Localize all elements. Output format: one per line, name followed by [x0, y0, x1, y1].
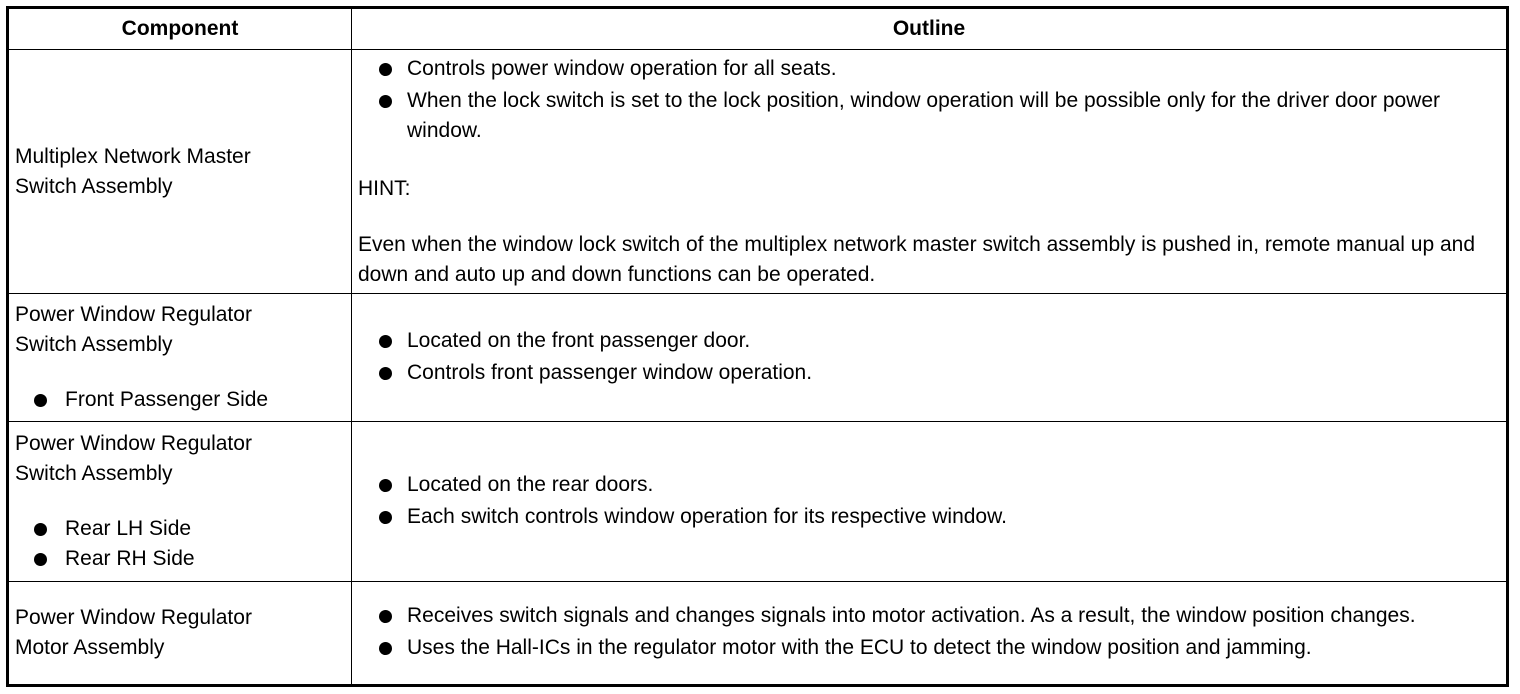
- table-header-row: Component Outline: [7, 7, 1508, 50]
- outline-bullet-list: Located on the front passenger door. Con…: [358, 326, 1498, 388]
- hint-text: Even when the window lock switch of the …: [358, 232, 1476, 286]
- bullet-icon: [379, 62, 392, 76]
- outline-bullet-list: Controls power window operation for all …: [358, 54, 1498, 146]
- bullet-icon: [379, 478, 392, 492]
- bullet-icon: [379, 94, 392, 108]
- component-outline-table: Component Outline Multiplex Network Mast…: [6, 6, 1509, 687]
- list-item: Controls power window operation for all …: [358, 54, 1498, 84]
- outline-text: Uses the Hall-ICs in the regulator motor…: [407, 636, 1312, 659]
- list-item: When the lock switch is set to the lock …: [358, 86, 1498, 146]
- outline-text: When the lock switch is set to the lock …: [407, 88, 1441, 142]
- outline-bullet-list: Receives switch signals and changes sign…: [358, 601, 1498, 663]
- sub-item-text: Rear RH Side: [65, 547, 195, 570]
- component-cell: Power Window Regulator Switch Assembly R…: [7, 421, 352, 582]
- bullet-icon: [379, 642, 392, 655]
- bullet-icon: [34, 394, 47, 407]
- table-row: Power Window Regulator Motor Assembly Re…: [7, 581, 1508, 686]
- table-row: Power Window Regulator Switch Assembly R…: [7, 421, 1508, 582]
- component-sub-list: Front Passenger Side: [15, 385, 351, 415]
- list-item: Front Passenger Side: [15, 385, 351, 415]
- outline-text: Controls power window operation for all …: [407, 56, 837, 80]
- component-name-line: Power Window Regulator: [15, 432, 252, 455]
- list-item: Located on the rear doors.: [358, 470, 1498, 500]
- outline-cell: Located on the rear doors. Each switch c…: [351, 421, 1508, 582]
- list-item: Located on the front passenger door.: [358, 326, 1498, 356]
- list-item: Uses the Hall-ICs in the regulator motor…: [358, 633, 1498, 663]
- bullet-icon: [379, 510, 392, 524]
- component-name-line: Multiplex Network Master: [15, 144, 251, 168]
- component-name-line: Power Window Regulator: [15, 303, 252, 326]
- list-item: Rear RH Side: [15, 544, 351, 574]
- component-sub-list: Rear LH Side Rear RH Side: [15, 514, 351, 574]
- component-name-line: Switch Assembly: [15, 462, 173, 485]
- outline-bullet-list: Located on the rear doors. Each switch c…: [358, 470, 1498, 532]
- list-item: Receives switch signals and changes sign…: [358, 601, 1498, 631]
- outline-text: Located on the rear doors.: [407, 472, 654, 496]
- component-outline-document: Component Outline Multiplex Network Mast…: [6, 6, 1509, 687]
- header-component: Component: [7, 7, 352, 50]
- hint-label: HINT:: [358, 176, 411, 200]
- component-cell: Power Window Regulator Motor Assembly: [7, 581, 352, 686]
- bullet-icon: [34, 553, 47, 566]
- list-item: Controls front passenger window operatio…: [358, 358, 1498, 388]
- component-name-line: Power Window Regulator: [15, 606, 252, 629]
- outline-text: Receives switch signals and changes sign…: [407, 604, 1416, 627]
- component-cell: Power Window Regulator Switch Assembly F…: [7, 293, 352, 422]
- bullet-icon: [379, 334, 392, 348]
- sub-item-text: Rear LH Side: [65, 517, 192, 540]
- list-item: Each switch controls window operation fo…: [358, 502, 1498, 532]
- header-outline: Outline: [351, 7, 1508, 50]
- component-name-line: Switch Assembly: [15, 174, 173, 198]
- outline-cell: Controls power window operation for all …: [351, 49, 1508, 294]
- bullet-icon: [379, 610, 392, 623]
- component-name-line: Motor Assembly: [15, 636, 165, 659]
- outline-text: Each switch controls window operation fo…: [407, 504, 1007, 528]
- sub-item-text: Front Passenger Side: [65, 388, 269, 411]
- bullet-icon: [379, 366, 392, 380]
- table-row: Multiplex Network Master Switch Assembly…: [7, 49, 1508, 294]
- outline-cell: Receives switch signals and changes sign…: [351, 581, 1508, 686]
- component-cell: Multiplex Network Master Switch Assembly: [7, 49, 352, 294]
- bullet-icon: [34, 523, 47, 536]
- outline-text: Controls front passenger window operatio…: [407, 360, 813, 384]
- outline-cell: Located on the front passenger door. Con…: [351, 293, 1508, 422]
- list-item: Rear LH Side: [15, 514, 351, 544]
- outline-text: Located on the front passenger door.: [407, 328, 751, 352]
- component-name-line: Switch Assembly: [15, 333, 173, 356]
- table-row: Power Window Regulator Switch Assembly F…: [7, 293, 1508, 422]
